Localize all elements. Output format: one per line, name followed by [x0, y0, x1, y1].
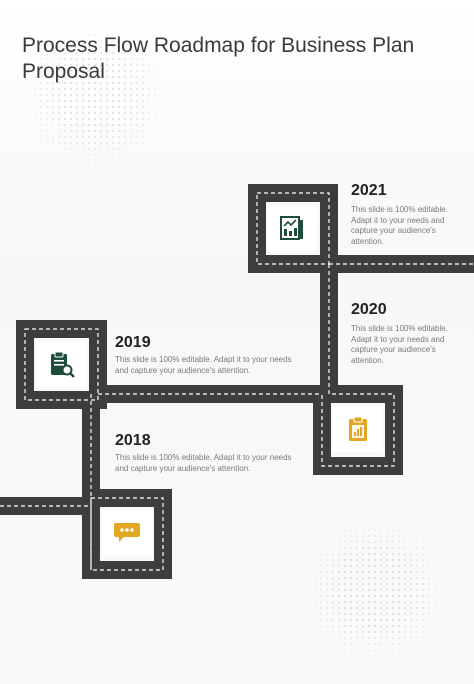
clipboard-search-icon	[51, 351, 75, 378]
report-icon	[280, 216, 303, 240]
milestone-2019-icon-box	[36, 341, 86, 387]
milestone-2019-year: 2019	[115, 334, 151, 351]
clipboard-chart-icon	[349, 416, 367, 441]
milestone-2021-year: 2021	[351, 182, 387, 199]
milestone-2018-icon-box	[102, 510, 152, 556]
page-title: Process Flow Roadmap for Business Plan P…	[22, 34, 415, 83]
chat-bubble-icon	[114, 523, 140, 542]
milestone-2021-icon-box	[267, 205, 317, 251]
dot-pattern-bottom	[300, 515, 450, 665]
dot-pattern-top	[20, 20, 170, 170]
milestone-2018-description: This slide is 100% editable. Adapt it to…	[115, 453, 292, 473]
milestone-2020-description: This slide is 100% editable. Adapt it to…	[351, 324, 448, 365]
milestone-2020-year: 2020	[351, 301, 387, 318]
milestone-2021-description: This slide is 100% editable. Adapt it to…	[351, 205, 448, 246]
milestone-2020-icon-box	[333, 406, 383, 452]
milestone-2019-description: This slide is 100% editable. Adapt it to…	[115, 355, 292, 375]
milestone-2018-year: 2018	[115, 432, 151, 449]
